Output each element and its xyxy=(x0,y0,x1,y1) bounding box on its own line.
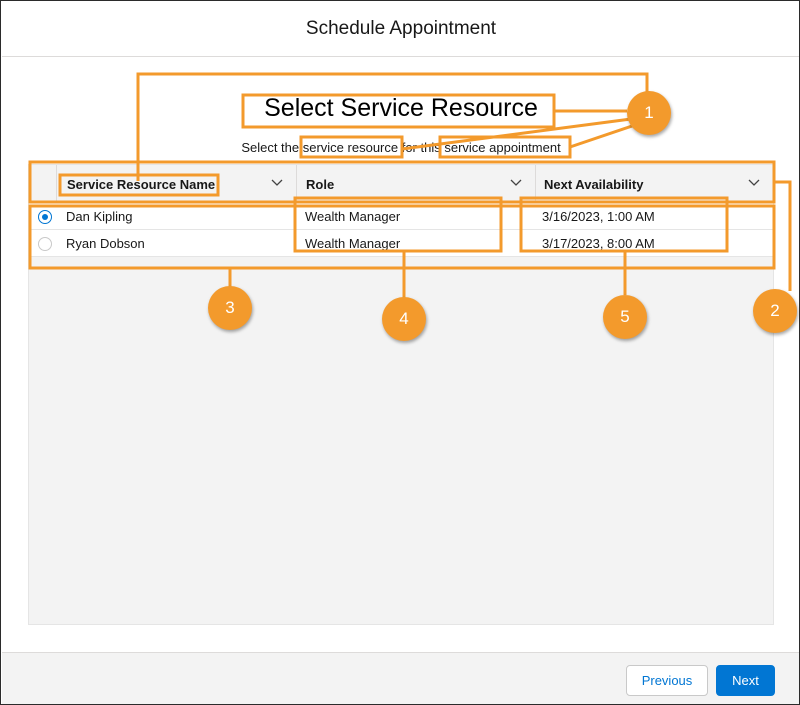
row-radio-button[interactable] xyxy=(37,209,52,224)
next-button[interactable]: Next xyxy=(716,665,775,696)
modal-footer: Previous Next xyxy=(2,652,799,704)
page-title: Select Service Resource xyxy=(264,94,538,122)
row-radio-button[interactable] xyxy=(37,236,52,251)
table-row[interactable]: Ryan Dobson Wealth Manager 3/17/2023, 8:… xyxy=(29,230,773,257)
select-column-header xyxy=(29,165,56,203)
modal-header: Schedule Appointment xyxy=(2,2,799,57)
callout-badge-3: 3 xyxy=(208,286,252,330)
callout-badge-1: 1 xyxy=(627,91,671,135)
row-select-cell xyxy=(29,230,56,257)
column-header-role[interactable]: Role xyxy=(296,165,535,203)
callout-badge-4: 4 xyxy=(382,297,426,341)
callout-badge-2: 2 xyxy=(753,289,797,333)
modal-title: Schedule Appointment xyxy=(305,18,497,39)
column-header-label: Next Availability xyxy=(544,176,644,192)
chevron-down-icon[interactable] xyxy=(509,175,523,189)
callout-badge-5: 5 xyxy=(603,295,647,339)
page-subtitle: Select the service resource for this ser… xyxy=(241,140,561,155)
column-header-next-availability[interactable]: Next Availability xyxy=(535,165,773,203)
role-cell: Wealth Manager xyxy=(305,209,401,224)
availability-cell: 3/16/2023, 1:00 AM xyxy=(542,209,655,224)
row-select-cell xyxy=(29,203,56,230)
previous-button[interactable]: Previous xyxy=(626,665,708,696)
table-header: Service Resource Name Role Next Availabi… xyxy=(29,165,773,203)
role-cell: Wealth Manager xyxy=(305,236,401,251)
resource-table: Service Resource Name Role Next Availabi… xyxy=(28,164,774,625)
column-header-label: Role xyxy=(306,176,335,192)
resource-name-cell: Dan Kipling xyxy=(66,209,133,224)
column-header-label: Service Resource Name xyxy=(67,176,216,192)
resource-name-cell: Ryan Dobson xyxy=(66,236,145,251)
chevron-down-icon[interactable] xyxy=(270,175,284,189)
availability-cell: 3/17/2023, 8:00 AM xyxy=(542,236,655,251)
column-header-service-resource-name[interactable]: Service Resource Name xyxy=(56,165,296,203)
chevron-down-icon[interactable] xyxy=(747,175,761,189)
table-row[interactable]: Dan Kipling Wealth Manager 3/16/2023, 1:… xyxy=(29,203,773,230)
